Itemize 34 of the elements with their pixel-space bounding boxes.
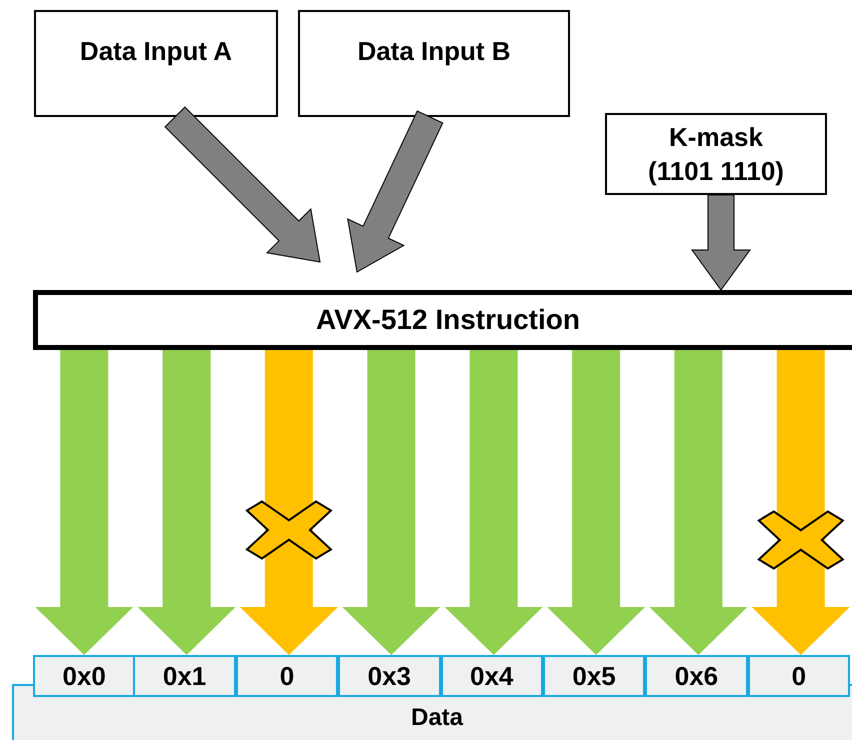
node-label: Data Input A	[78, 35, 234, 68]
data-cell	[338, 655, 440, 697]
data-cell	[440, 655, 543, 697]
node-label: 0x5	[571, 660, 617, 692]
data-cell	[748, 655, 850, 697]
data-cell	[33, 655, 136, 697]
block-arrow	[342, 350, 440, 655]
node-label: 0x4	[468, 660, 514, 692]
node-label: 0x1	[162, 660, 208, 692]
data-cell	[645, 655, 748, 697]
node-label: Data	[410, 703, 464, 733]
block-arrow	[138, 350, 236, 655]
instruction-bar	[33, 290, 852, 350]
block-arrow	[649, 350, 748, 655]
node-label: Data Input B	[356, 35, 512, 68]
node-label: K-mask (1101 1110)	[647, 121, 785, 188]
node-label: 0x3	[366, 660, 412, 692]
node-label: 0x6	[674, 660, 720, 692]
block-arrow	[547, 350, 646, 655]
node-label: 0	[790, 660, 808, 692]
block-arrow	[444, 350, 543, 655]
data-cell	[236, 655, 338, 697]
data-cell	[133, 655, 236, 697]
data-cell	[542, 655, 646, 697]
block-arrow	[691, 194, 751, 291]
block-arrow	[347, 110, 444, 273]
block-arrow	[35, 350, 134, 655]
mask-box	[605, 113, 827, 195]
input-box	[298, 10, 570, 117]
node-label: 0x0	[61, 660, 107, 692]
node-label: AVX-512 Instruction	[315, 303, 581, 337]
node-label: 0	[278, 660, 296, 692]
block-arrow	[164, 106, 321, 263]
input-box	[34, 10, 278, 117]
